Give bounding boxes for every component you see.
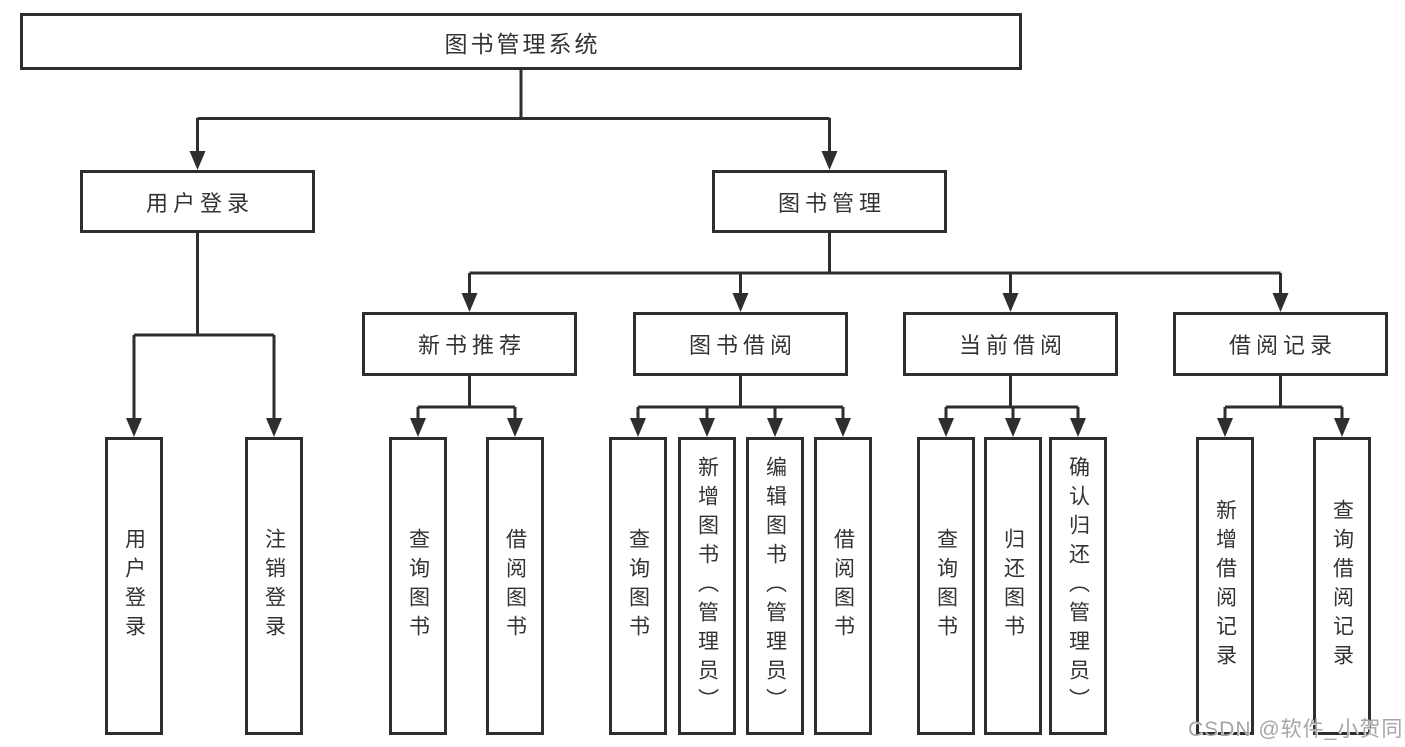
node-library-management-system-label: 图书管理系统 — [444, 30, 601, 57]
leaf-nb-borrow-books: 借阅图书 — [486, 437, 544, 735]
node-book-borrowing: 图书借阅 — [633, 312, 848, 376]
leaf-cb-return-books-label: 归还图书 — [1001, 528, 1025, 644]
leaf-bb-borrow-books: 借阅图书 — [814, 437, 872, 735]
leaf-logout-label: 注销登录 — [262, 528, 286, 644]
node-current-borrowing: 当前借阅 — [903, 312, 1118, 376]
node-book-management-label: 图书管理 — [777, 190, 886, 216]
node-library-management-system: 图书管理系统 — [20, 13, 1022, 70]
leaf-nb-borrow-books-label: 借阅图书 — [503, 528, 527, 644]
leaf-cb-return-books: 归还图书 — [984, 437, 1042, 735]
leaf-cb-confirm-return-admin: 确认归还（管理员） — [1049, 437, 1107, 735]
leaf-bb-add-books-admin-label: 新增图书（管理员） — [695, 455, 719, 717]
leaf-br-query-borrow-record: 查询借阅记录 — [1313, 437, 1371, 735]
node-user-login-label: 用户登录 — [145, 190, 254, 216]
leaf-bb-edit-books-admin: 编辑图书（管理员） — [746, 437, 804, 735]
leaf-cb-query-books: 查询图书 — [917, 437, 975, 735]
leaf-bb-borrow-books-label: 借阅图书 — [831, 528, 855, 644]
node-borrowing-records: 借阅记录 — [1173, 312, 1388, 376]
leaf-bb-query-books: 查询图书 — [609, 437, 667, 735]
leaf-bb-edit-books-admin-label: 编辑图书（管理员） — [763, 455, 787, 717]
leaf-user-login-label: 用户登录 — [122, 528, 146, 644]
leaf-user-login: 用户登录 — [105, 437, 163, 735]
leaf-cb-query-books-label: 查询图书 — [934, 528, 958, 644]
node-borrowing-records-label: 借阅记录 — [1228, 333, 1337, 358]
node-new-book-recommendation-label: 新书推荐 — [417, 333, 526, 358]
leaf-br-add-borrow-record-label: 新增借阅记录 — [1213, 499, 1237, 673]
node-current-borrowing-label: 当前借阅 — [958, 333, 1067, 358]
leaf-logout: 注销登录 — [245, 437, 303, 735]
leaf-br-add-borrow-record: 新增借阅记录 — [1196, 437, 1254, 735]
node-book-borrowing-label: 图书借阅 — [688, 333, 797, 358]
leaf-bb-query-books-label: 查询图书 — [626, 528, 650, 644]
leaf-nb-query-books: 查询图书 — [389, 437, 447, 735]
node-book-management: 图书管理 — [712, 170, 947, 233]
csdn-watermark: CSDN @软件_小贺同学 — [1188, 718, 1405, 741]
leaf-cb-confirm-return-admin-label: 确认归还（管理员） — [1066, 455, 1090, 717]
leaf-nb-query-books-label: 查询图书 — [406, 528, 430, 644]
node-new-book-recommendation: 新书推荐 — [362, 312, 577, 376]
leaf-br-query-borrow-record-label: 查询借阅记录 — [1330, 499, 1354, 673]
leaf-bb-add-books-admin: 新增图书（管理员） — [678, 437, 736, 735]
node-user-login: 用户登录 — [80, 170, 315, 233]
